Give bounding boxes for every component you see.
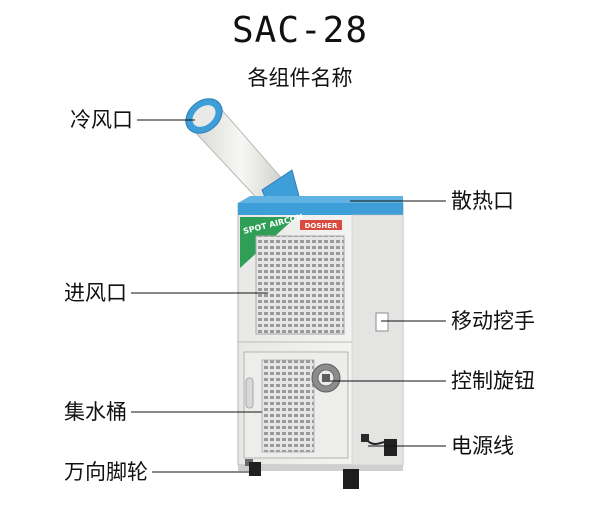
diagram-title: SAC-28: [231, 10, 369, 51]
label-heat-vent: 散热口: [451, 189, 514, 213]
control-knob: [311, 363, 341, 393]
cabinet-base: [238, 465, 403, 471]
leader-lines: [131, 119, 446, 473]
dosher-logo: DOSHER: [300, 220, 342, 230]
label-water-tank: 集水桶: [64, 400, 127, 424]
label-casters: 万向脚轮: [64, 460, 148, 484]
label-power-cord: 电源线: [451, 434, 514, 458]
logo-text: DOSHER: [305, 222, 338, 230]
label-cold-air-outlet: 冷风口: [70, 108, 133, 132]
label-control-knob: 控制旋钮: [451, 369, 535, 393]
label-air-inlet: 进风口: [64, 281, 127, 305]
cold-air-duct: [185, 98, 301, 215]
handle-slot: [375, 312, 389, 332]
label-handle: 移动挖手: [451, 309, 535, 333]
caster-wheels: [245, 434, 397, 489]
inlet-grille: [255, 235, 345, 335]
diagram-subtitle: 各组件名称: [247, 66, 353, 90]
